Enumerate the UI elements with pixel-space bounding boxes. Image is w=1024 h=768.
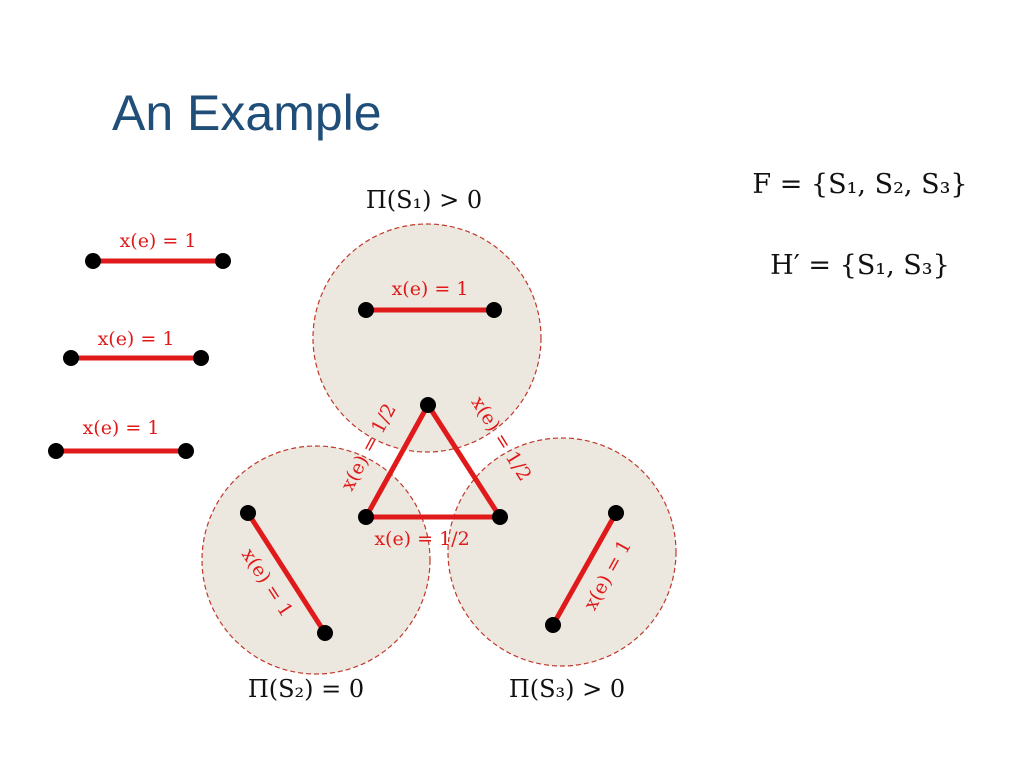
pi-s2-label: Π(S₂) = 0 xyxy=(248,675,364,703)
node xyxy=(492,509,508,525)
node xyxy=(63,350,79,366)
node xyxy=(358,509,374,525)
node xyxy=(545,617,561,633)
node xyxy=(317,625,333,641)
node xyxy=(240,505,256,521)
standalone-edge-2: x(e) = 1 xyxy=(63,328,209,366)
set-circle-s3 xyxy=(447,437,677,667)
edge-label: x(e) = 1 xyxy=(392,278,469,300)
set-circle-s2 xyxy=(201,445,431,675)
standalone-edge-1: x(e) = 1 xyxy=(85,230,231,269)
node xyxy=(358,302,374,318)
node xyxy=(215,253,231,269)
node xyxy=(420,397,436,413)
node xyxy=(178,443,194,459)
edge-label: x(e) = 1 xyxy=(120,230,197,252)
node xyxy=(193,350,209,366)
node xyxy=(48,443,64,459)
edge-label: x(e) = 1 xyxy=(98,328,175,350)
s1-edge: x(e) = 1 xyxy=(358,278,502,318)
pi-s3-label: Π(S₃) > 0 xyxy=(509,675,625,703)
node xyxy=(85,253,101,269)
slide-title: An Example xyxy=(112,85,382,141)
node xyxy=(486,302,502,318)
family-f-label: F = {S₁, S₂, S₃} xyxy=(752,169,967,200)
pi-s1-label: Π(S₁) > 0 xyxy=(366,186,482,214)
set-circle-s1 xyxy=(312,223,542,453)
family-h-label: H′ = {S₁, S₃} xyxy=(770,250,950,281)
standalone-edge-3: x(e) = 1 xyxy=(48,417,194,459)
edge-label: x(e) = 1 xyxy=(83,417,160,439)
node xyxy=(608,505,624,521)
triangle-bottom-label: x(e) = 1/2 xyxy=(374,528,469,550)
